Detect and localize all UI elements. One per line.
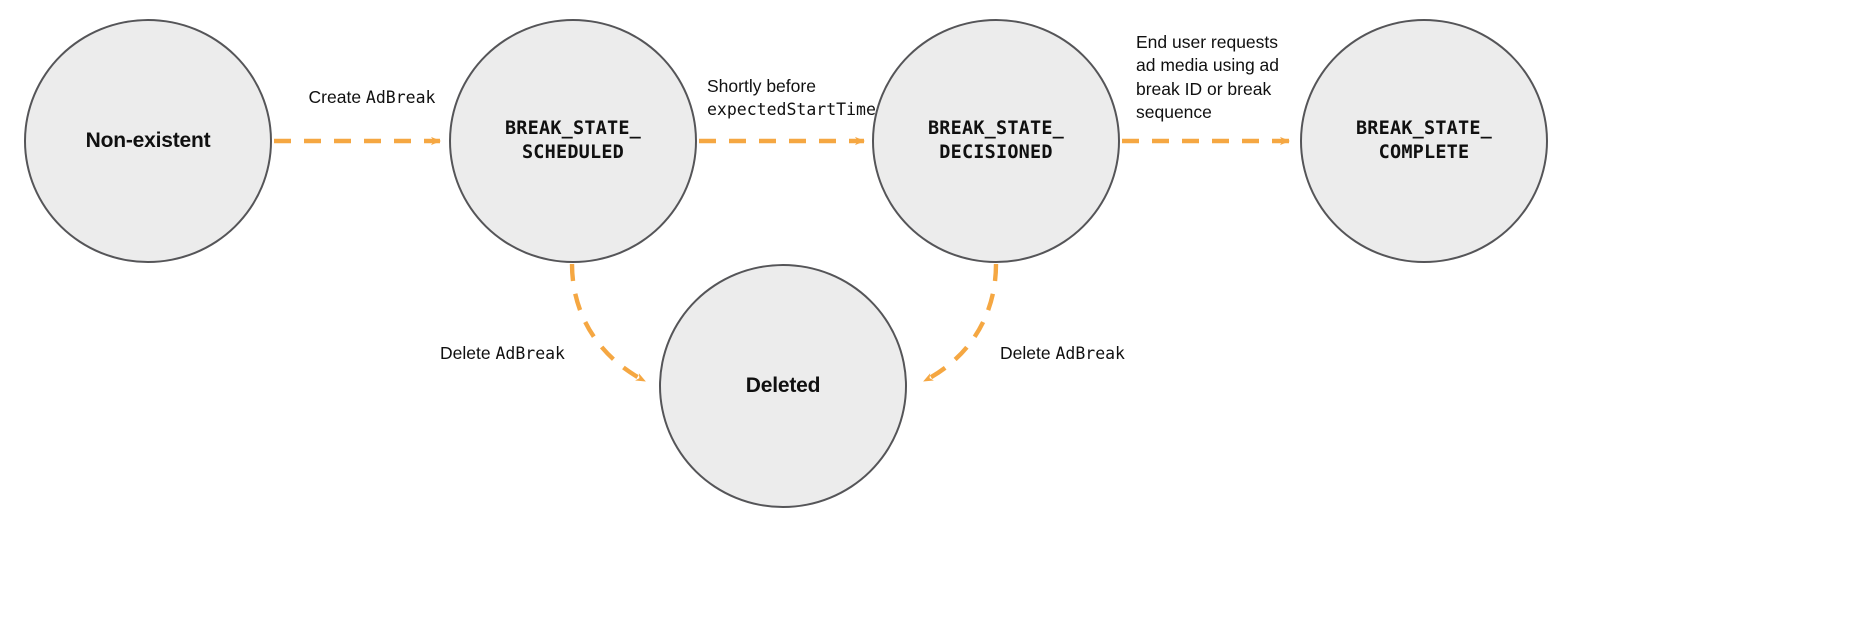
node-complete-line1: BREAK_STATE_ bbox=[1355, 117, 1493, 139]
node-deleted-label: Deleted bbox=[745, 374, 821, 398]
edge-delete-from-scheduled bbox=[569, 263, 647, 383]
node-break-state-scheduled-label: BREAK_STATE_ SCHEDULED bbox=[505, 117, 641, 165]
edge-label-delete-right-plain: Delete bbox=[1000, 343, 1056, 363]
edge-label-expected-start-time-mono: expectedStartTime bbox=[707, 100, 876, 120]
edge-label-end-user-line1: End user requests bbox=[1136, 32, 1279, 52]
edge-label-delete-left-plain: Delete bbox=[440, 343, 496, 363]
node-break-state-complete-label: BREAK_STATE_ COMPLETE bbox=[1356, 117, 1492, 165]
edge-label-delete-adbreak-right: Delete AdBreak bbox=[1000, 342, 1230, 365]
node-break-state-decisioned-label: BREAK_STATE_ DECISIONED bbox=[928, 117, 1064, 165]
node-complete-line2: COMPLETE bbox=[1378, 142, 1470, 163]
edge-label-shortly-before: Shortly before expectedStartTime bbox=[707, 75, 967, 122]
edge-label-delete-right-mono: AdBreak bbox=[1055, 344, 1125, 363]
edge-label-end-user-line4: sequence bbox=[1136, 101, 1212, 122]
edge-label-create-adbreak-mono: AdBreak bbox=[365, 88, 436, 107]
edge-label-create-adbreak-plain: Create bbox=[308, 87, 366, 107]
node-break-state-scheduled[interactable]: BREAK_STATE_ SCHEDULED bbox=[449, 19, 697, 263]
node-scheduled-line2: SCHEDULED bbox=[521, 142, 625, 163]
node-scheduled-line1: BREAK_STATE_ bbox=[504, 117, 642, 139]
node-non-existent-label: Non-existent bbox=[85, 129, 211, 153]
edge-label-shortly-before-plain: Shortly before bbox=[707, 76, 816, 96]
node-break-state-decisioned[interactable]: BREAK_STATE_ DECISIONED bbox=[872, 19, 1120, 263]
node-decisioned-line2: DECISIONED bbox=[939, 142, 1053, 163]
edge-label-end-user-line3: break ID or break bbox=[1136, 78, 1272, 99]
node-deleted[interactable]: Deleted bbox=[659, 264, 907, 508]
edge-label-delete-adbreak-left: Delete AdBreak bbox=[440, 342, 670, 365]
edge-delete-from-decisioned bbox=[922, 263, 999, 383]
node-non-existent[interactable]: Non-existent bbox=[24, 19, 272, 263]
edge-label-end-user-line2: ad media using ad bbox=[1136, 55, 1280, 76]
edge-label-create-adbreak: Create AdBreak bbox=[262, 86, 482, 109]
edge-label-delete-left-mono: AdBreak bbox=[495, 344, 565, 363]
